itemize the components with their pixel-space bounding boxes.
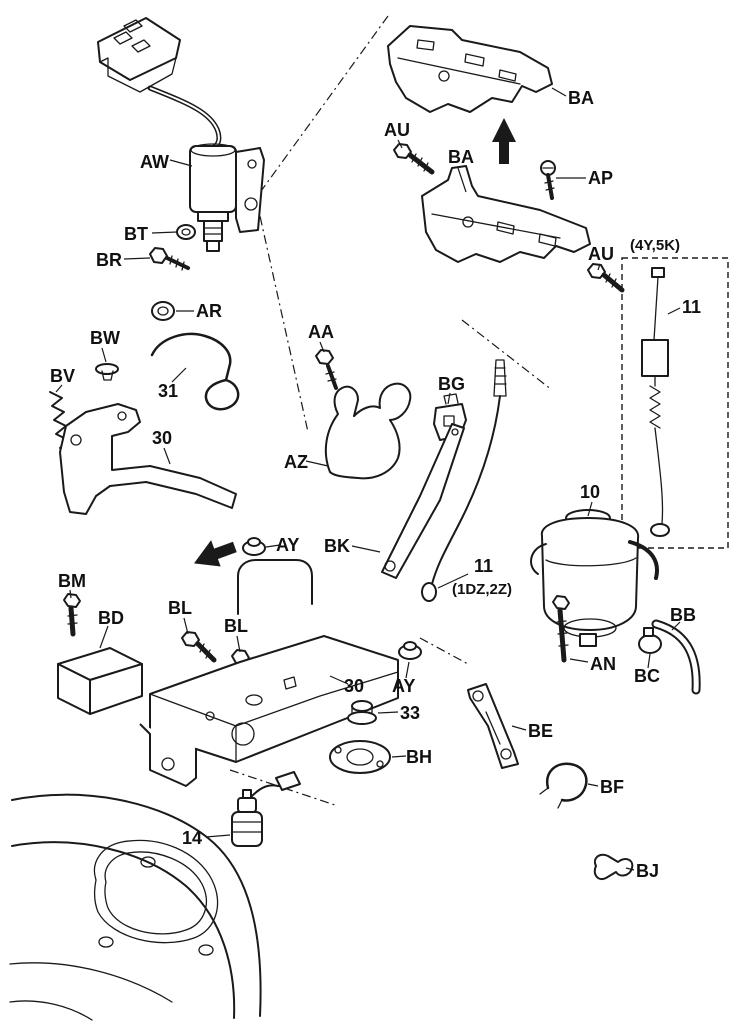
part-bw-cap <box>95 363 119 381</box>
label-bh: BH <box>406 747 432 767</box>
part-31-bracket <box>150 332 240 411</box>
label-ar: AR <box>196 301 222 321</box>
part-bm-bolt <box>63 593 81 637</box>
label-bg: BG <box>438 374 465 394</box>
part-33-grommet <box>347 700 377 725</box>
part-labels: AW BA AU BA AP BT BR AU (4Y,5K) 11 AR BW… <box>50 88 701 881</box>
label-ap: AP <box>588 168 613 188</box>
part-ba-bracket-mid <box>421 165 591 263</box>
label-aw: AW <box>140 152 169 172</box>
direction-arrow-up <box>492 118 516 164</box>
part-ba-bracket-top <box>387 25 553 113</box>
label-bl-right: BL <box>224 616 248 636</box>
label-bf: BF <box>600 777 624 797</box>
part-bf-clamp <box>539 762 588 809</box>
label-30-upper: 30 <box>152 428 172 448</box>
label-ba-mid: BA <box>448 147 474 167</box>
wire-connector-plug <box>97 17 222 153</box>
part-au-bolt-right <box>587 263 625 293</box>
label-bj: BJ <box>636 861 659 881</box>
part-14-sensor <box>231 771 301 847</box>
part-11-cable-1dz2z <box>421 359 507 602</box>
label-au-right: AU <box>588 244 614 264</box>
part-bt-washer <box>176 224 196 240</box>
part-30-bracket-lower <box>139 559 399 787</box>
label-au-upper: AU <box>384 120 410 140</box>
part-ay-bushing-right <box>398 641 422 660</box>
part-az-bracket <box>324 382 412 480</box>
axis-line <box>419 637 469 665</box>
label-bb: BB <box>670 605 696 625</box>
direction-arrow-left <box>194 540 237 567</box>
label-bv: BV <box>50 366 75 386</box>
solenoid-bracket <box>235 147 265 233</box>
axis-line <box>461 319 553 391</box>
part-ay-bushing-left <box>242 537 266 556</box>
label-31: 31 <box>158 381 178 401</box>
label-be: BE <box>528 721 553 741</box>
part-ar-grommet <box>151 301 175 321</box>
part-an-bolt <box>552 595 570 663</box>
label-ay-right: AY <box>392 676 415 696</box>
label-10: 10 <box>580 482 600 502</box>
part-bb-pipe <box>651 619 701 695</box>
label-11-mid: 11 <box>474 556 493 576</box>
label-ay-left: AY <box>276 535 299 555</box>
label-bt: BT <box>124 224 148 244</box>
part-br-bolt <box>149 247 190 271</box>
part-bh-plate <box>329 740 391 774</box>
label-an: AN <box>590 654 616 674</box>
part-11-cable-assembly-4y5k <box>641 267 670 537</box>
assembly-axis-lines <box>229 15 553 807</box>
label-bk: BK <box>324 536 350 556</box>
part-au-bolt-upper <box>393 143 435 175</box>
floor-console-outline <box>9 793 262 1021</box>
variant-4y5k-box <box>621 257 729 549</box>
part-bk-lever <box>381 423 465 579</box>
part-bl-bolt-left <box>181 631 217 663</box>
axis-line <box>255 15 389 199</box>
label-33: 33 <box>400 703 420 723</box>
label-aa: AA <box>308 322 334 342</box>
label-bc: BC <box>634 666 660 686</box>
label-variant-1dz2z: (1DZ,2Z) <box>452 581 512 598</box>
part-bj-clip <box>593 853 634 880</box>
label-bl-left: BL <box>168 598 192 618</box>
label-br: BR <box>96 250 122 270</box>
label-az: AZ <box>284 452 308 472</box>
label-variant-4y5k: (4Y,5K) <box>630 237 680 254</box>
label-bw: BW <box>90 328 120 348</box>
harness-wire <box>147 85 222 153</box>
label-30-lower: 30 <box>344 676 364 696</box>
label-ba-top: BA <box>568 88 594 108</box>
part-be-bracket <box>467 683 519 769</box>
label-bm: BM <box>58 571 86 591</box>
part-30-bracket-upper <box>59 403 237 515</box>
part-aa-bolt <box>315 349 338 390</box>
part-bc-clamp <box>638 627 662 654</box>
leader-lines <box>55 87 681 871</box>
label-14: 14 <box>182 828 202 848</box>
part-10-actuator-motor <box>530 509 659 647</box>
part-aw-solenoid <box>189 143 265 252</box>
part-bd-box <box>57 647 143 715</box>
label-bd: BD <box>98 608 124 628</box>
axis-line <box>255 197 309 433</box>
part-ap-screw <box>540 160 556 200</box>
label-11-right: 11 <box>682 297 701 317</box>
